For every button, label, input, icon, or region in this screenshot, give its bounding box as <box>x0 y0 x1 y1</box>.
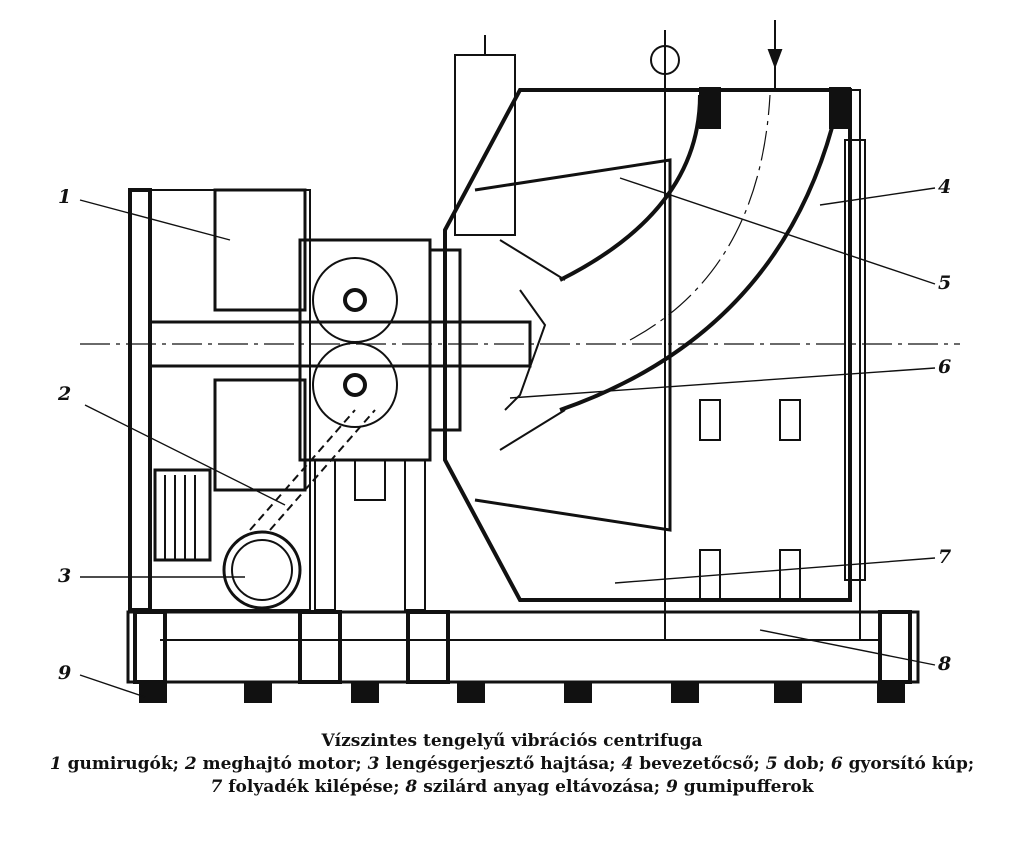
rubber-buffers <box>139 681 905 703</box>
excitation-drive <box>222 409 376 610</box>
legend-text-8: szilárd anyag eltávozása <box>423 777 654 797</box>
callout-7: 7 <box>938 546 952 568</box>
feed-pipe <box>559 20 851 412</box>
legend-num-8: 8 <box>405 777 418 797</box>
callout-2: 2 <box>58 383 72 405</box>
centrifuge-drawing <box>79 20 960 703</box>
outer-casing <box>664 89 866 641</box>
legend-text-5: dob <box>783 754 819 774</box>
leader-lines <box>79 177 936 698</box>
legend-text-1: gumirugók <box>67 754 173 774</box>
legend-text-7: folyadék kilépése <box>228 777 394 797</box>
callout-4: 4 <box>938 176 952 198</box>
callout-9: 9 <box>58 662 72 684</box>
drum <box>443 88 852 602</box>
legend-text-2: meghajtó motor <box>202 754 356 774</box>
callout-5: 5 <box>938 272 952 294</box>
callout-6: 6 <box>938 356 952 378</box>
legend-text-9: gumipufferok <box>683 777 814 797</box>
base-frame <box>126 610 920 684</box>
motor-housing <box>128 188 311 612</box>
legend-num-7: 7 <box>210 777 223 797</box>
legend-num-9: 9 <box>666 777 678 797</box>
caption-legend-line-1: 1 gumirugók; 2 meghajtó motor; 3 lengésg… <box>49 754 975 774</box>
legend-text-4: bevezetőcső <box>639 754 754 774</box>
legend-text-6: gyorsító kúp <box>848 754 968 774</box>
callout-3: 3 <box>58 565 72 587</box>
caption-legend-line-2: 7 folyadék kilépése; 8 szilárd anyag elt… <box>210 777 814 797</box>
support-legs <box>314 459 426 611</box>
legend-num-4: 4 <box>621 754 634 774</box>
callout-1: 1 <box>58 186 72 208</box>
gearbox <box>298 238 462 462</box>
top-inlet <box>454 30 680 236</box>
main-shaft <box>80 320 960 368</box>
legend-num-5: 5 <box>765 754 778 774</box>
caption-title: Vízszintes tengelyű vibrációs centrifuga <box>321 731 703 751</box>
legend-text-3: lengésgerjesztő hajtása <box>385 754 610 774</box>
figure-caption: Vízszintes tengelyű vibrációs centrifuga… <box>0 730 1024 799</box>
callout-8: 8 <box>938 653 952 675</box>
legend-num-3: 3 <box>367 754 380 774</box>
legend-num-2: 2 <box>184 754 197 774</box>
legend-num-1: 1 <box>49 754 62 774</box>
legend-num-6: 6 <box>830 754 843 774</box>
